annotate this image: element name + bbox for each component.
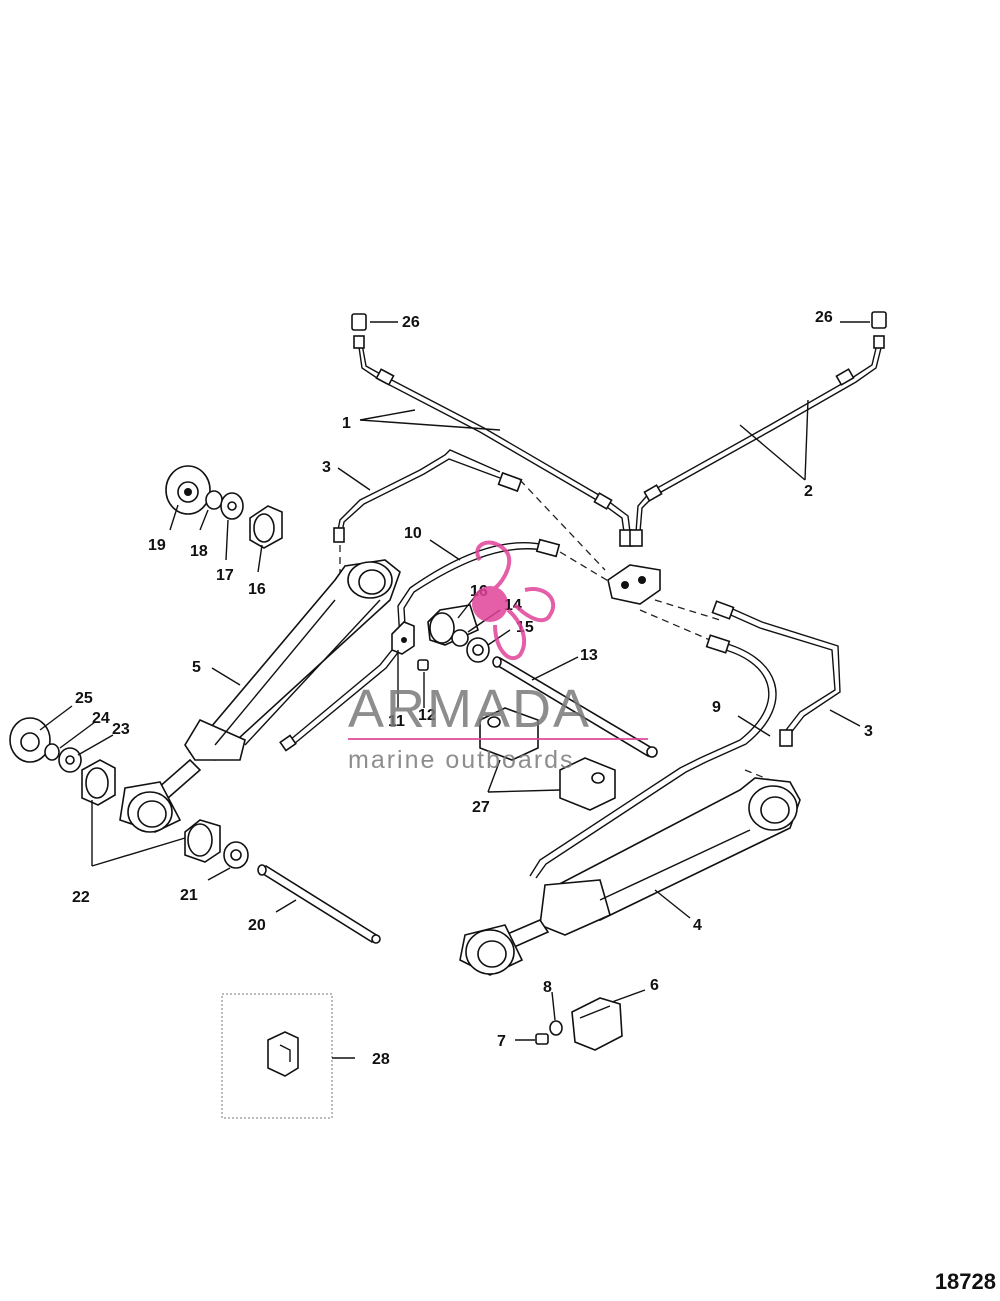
part-19-mount <box>165 465 211 515</box>
part-14-nut <box>451 629 469 647</box>
dashed-guide-1 <box>519 479 606 571</box>
callout-11: 11 <box>388 713 405 730</box>
callout-labels: 26 26 1 2 3 3 10 9 19 18 17 16 16 14 15 … <box>72 309 873 1068</box>
callout-25: 25 <box>75 690 93 707</box>
watermark-tagline: marine outboards <box>348 746 575 774</box>
part-8-washer <box>549 1020 563 1036</box>
part-11-plate <box>391 621 415 655</box>
part-27-block-b <box>559 757 616 811</box>
callout-26-left: 26 <box>402 314 420 331</box>
part-16-bushing-top <box>249 505 283 549</box>
callout-13: 13 <box>580 647 598 664</box>
part-18-nut <box>205 490 223 510</box>
part-12-screw <box>417 659 429 671</box>
part-21-washer <box>223 841 249 869</box>
cylinder-5 <box>119 559 401 833</box>
callout-3-right: 3 <box>864 723 873 740</box>
callout-8: 8 <box>543 979 552 996</box>
part-22-bushing-lower <box>184 819 221 863</box>
callout-1: 1 <box>342 415 351 432</box>
callout-20: 20 <box>248 917 266 934</box>
callout-2: 2 <box>804 483 813 500</box>
armada-watermark: ARMADA marine outboards <box>348 540 648 774</box>
part-27-block-a <box>479 707 539 761</box>
part-15-washer <box>466 637 490 663</box>
callout-10: 10 <box>404 525 422 542</box>
part-6-clip <box>571 997 623 1051</box>
part-20-pin <box>257 864 381 944</box>
tube-2 <box>629 311 887 547</box>
callout-9: 9 <box>712 699 721 716</box>
callout-16-top: 16 <box>248 581 266 598</box>
part-25-mount <box>9 717 51 763</box>
part-17-washer <box>220 492 244 520</box>
callout-18: 18 <box>190 543 208 560</box>
tube-3-left <box>333 449 523 543</box>
part-22-bushing-upper <box>81 759 116 806</box>
tube-3-right <box>711 600 841 747</box>
watermark-brand: ARMADA <box>348 679 591 739</box>
part-23-washer <box>58 747 82 773</box>
dashed-guide-4 <box>639 609 711 641</box>
part-28-inset <box>221 993 333 1119</box>
callout-27: 27 <box>472 799 490 816</box>
callout-28: 28 <box>372 1051 390 1068</box>
part-7-screw <box>535 1033 549 1045</box>
callout-5: 5 <box>192 659 201 676</box>
manifold-block <box>607 564 661 605</box>
dashed-guide-6 <box>744 769 771 781</box>
cylinder-4 <box>459 777 801 976</box>
figure-number: 18728 <box>934 1269 996 1294</box>
callout-26-right: 26 <box>815 309 833 326</box>
watermark-rule <box>348 738 648 740</box>
leader-lines <box>39 321 870 1059</box>
tube-10 <box>279 538 561 752</box>
part-24-nut <box>44 743 60 761</box>
callout-22: 22 <box>72 889 90 906</box>
callout-7: 7 <box>497 1033 506 1050</box>
callout-23: 23 <box>112 721 130 738</box>
dashed-guide-3 <box>654 599 721 621</box>
dashed-guide-2 <box>559 551 611 583</box>
callout-12: 12 <box>418 707 436 724</box>
tube-9 <box>529 634 777 879</box>
callout-24: 24 <box>92 710 110 727</box>
callout-19: 19 <box>148 537 166 554</box>
callout-6: 6 <box>650 977 659 994</box>
callout-17: 17 <box>216 567 234 584</box>
part-13-pin <box>492 656 658 758</box>
callout-4: 4 <box>693 917 702 934</box>
callout-21: 21 <box>180 887 198 904</box>
callout-3-left: 3 <box>322 459 331 476</box>
propeller-logo-icon <box>472 540 556 661</box>
